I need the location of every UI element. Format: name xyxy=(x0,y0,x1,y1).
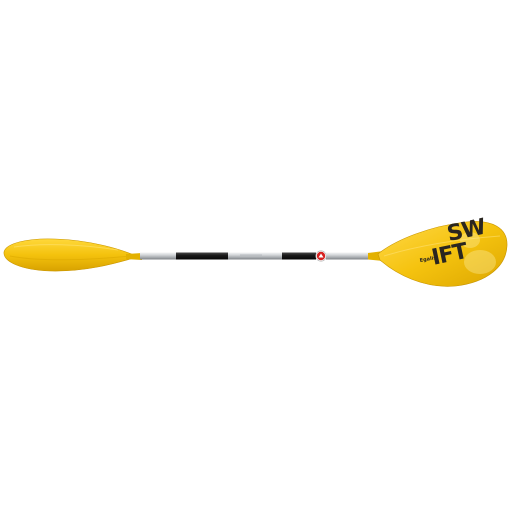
shaft-metal-left xyxy=(140,252,176,260)
blade-pattern xyxy=(460,232,496,274)
shaft-metal-center xyxy=(228,252,282,260)
shaft-metal-right xyxy=(326,252,370,260)
brand-badge-icon xyxy=(315,250,327,262)
left-blade xyxy=(3,238,135,272)
right-blade xyxy=(377,221,508,287)
blade-brand-text: Egalis xyxy=(419,255,437,264)
left-blade-throat xyxy=(126,253,142,260)
shaft-grip-left xyxy=(176,252,228,260)
shaft-grip-right xyxy=(282,252,316,260)
